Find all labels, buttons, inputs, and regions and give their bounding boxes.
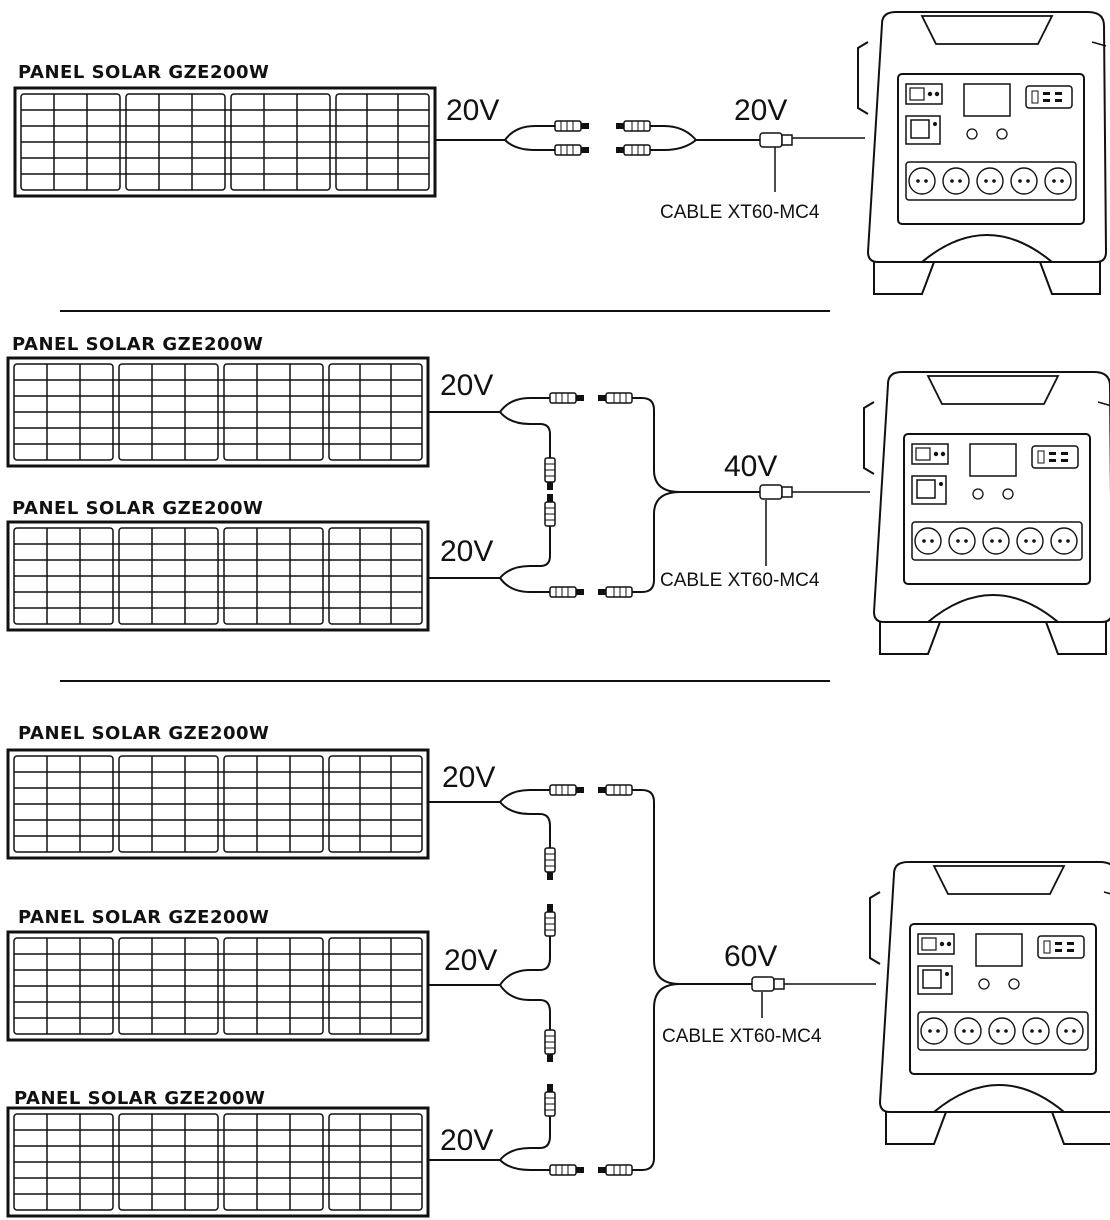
panel-label: PANEL SOLAR GZE200W xyxy=(18,907,269,928)
solar-panel-icon xyxy=(6,520,430,632)
mc4-connector-icon xyxy=(544,847,556,881)
mc4-connector-icon xyxy=(549,784,585,796)
panel-voltage-label: 20V xyxy=(446,94,499,127)
diagram-section-2: PANEL SOLAR GZE200W 20V PANEL SOLAR GZE2… xyxy=(6,334,1110,655)
mc4-connector-icon xyxy=(554,144,590,156)
panel-label: PANEL SOLAR GZE200W xyxy=(12,498,263,519)
mc4-connector-icon xyxy=(554,120,590,132)
mc4-connector-icon xyxy=(615,120,651,132)
panel-voltage-label: 20V xyxy=(444,944,497,977)
output-voltage-label: 60V xyxy=(724,940,777,973)
mc4-connector-icon xyxy=(544,493,556,527)
panel-voltage-label: 20V xyxy=(440,535,493,568)
mc4-connector-icon xyxy=(549,392,585,404)
output-voltage-label: 40V xyxy=(724,450,777,483)
panel-label: PANEL SOLAR GZE200W xyxy=(12,334,263,355)
solar-panel-icon xyxy=(6,356,430,468)
cable-label: CABLE XT60-MC4 xyxy=(660,570,820,591)
mc4-connector-icon xyxy=(597,586,633,598)
cable-label: CABLE XT60-MC4 xyxy=(662,1026,822,1047)
panel-voltage-label: 20V xyxy=(442,761,495,794)
diagram-section-1: PANEL SOLAR GZE200W 20V 20V CABLE XT60-M… xyxy=(13,11,1107,295)
cable-label: CABLE XT60-MC4 xyxy=(660,202,820,223)
mc4-connector-icon xyxy=(544,1029,556,1063)
mc4-connector-icon xyxy=(615,144,651,156)
panel-voltage-label: 20V xyxy=(440,1124,493,1157)
mc4-connector-icon xyxy=(597,1164,633,1176)
solar-panel-icon xyxy=(6,1106,430,1218)
mc4-connector-icon xyxy=(549,586,585,598)
mc4-connector-icon xyxy=(544,903,556,937)
mc4-connector-icon xyxy=(544,1083,556,1117)
solar-panel-icon xyxy=(6,930,430,1042)
panel-label: PANEL SOLAR GZE200W xyxy=(18,723,269,744)
diagram-section-3: PANEL SOLAR GZE200W 20V PANEL SOLAR GZE2… xyxy=(6,723,1110,1218)
power-station-icon xyxy=(869,861,1110,1145)
panel-voltage-label: 20V xyxy=(440,369,493,402)
xt60-plug-icon xyxy=(759,132,793,148)
mc4-connector-icon xyxy=(597,392,633,404)
mc4-connector-icon xyxy=(544,457,556,491)
mc4-connector-icon xyxy=(597,784,633,796)
panel-label: PANEL SOLAR GZE200W xyxy=(18,62,269,83)
panel-label: PANEL SOLAR GZE200W xyxy=(14,1088,265,1109)
power-station-icon xyxy=(857,11,1107,295)
solar-panel-icon xyxy=(13,86,437,198)
xt60-plug-icon xyxy=(751,976,785,992)
power-station-icon xyxy=(863,371,1110,655)
xt60-plug-icon xyxy=(759,484,793,500)
mc4-connector-icon xyxy=(549,1164,585,1176)
solar-panel-icon xyxy=(6,748,430,860)
output-voltage-label: 20V xyxy=(734,94,787,127)
